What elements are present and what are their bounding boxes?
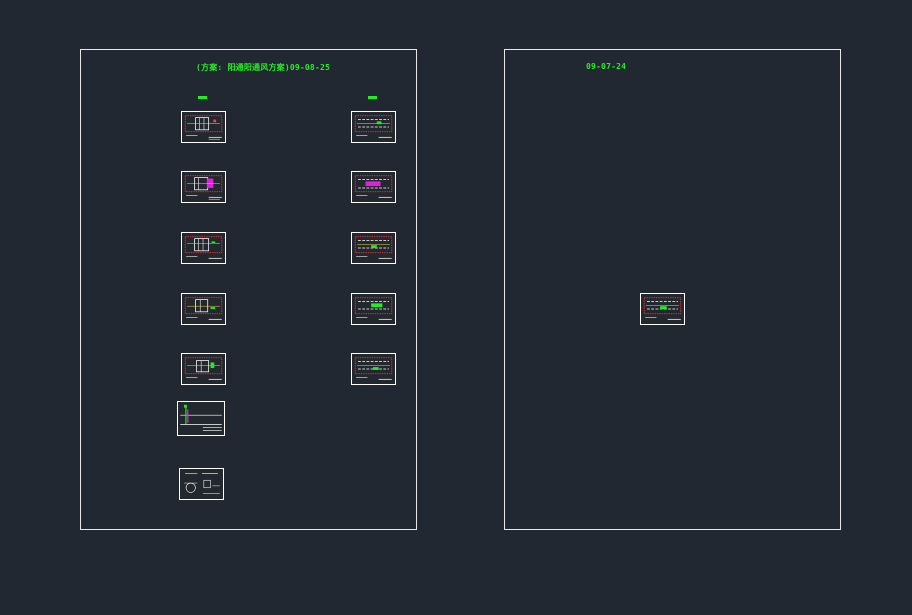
floor-plan-thumbnail[interactable] bbox=[351, 293, 396, 325]
drawing-sheet-right[interactable]: 09-07-24 bbox=[504, 49, 841, 530]
floor-plan-thumbnail[interactable] bbox=[351, 111, 396, 143]
floor-plan-drawing bbox=[184, 357, 223, 380]
section-detail-thumbnail[interactable] bbox=[177, 401, 225, 436]
floor-plan-thumbnail[interactable] bbox=[351, 171, 396, 203]
floor-plan-thumbnail[interactable] bbox=[351, 353, 396, 385]
floor-plan-drawing bbox=[184, 175, 223, 200]
floor-plan-drawing bbox=[184, 115, 223, 140]
floor-plan-drawing bbox=[184, 236, 223, 259]
drawing-sheet-left[interactable]: (方案: 阳通阳通风方案)09-08-25 bbox=[80, 49, 417, 530]
floor-plan-thumbnail[interactable] bbox=[181, 353, 226, 385]
floor-plan-thumbnail[interactable] bbox=[351, 232, 396, 264]
section-drawing bbox=[180, 404, 222, 431]
floor-plan-drawing bbox=[184, 297, 223, 320]
floor-plan-thumbnail[interactable] bbox=[181, 232, 226, 264]
floor-plan-thumbnail[interactable] bbox=[181, 293, 226, 325]
column-tag bbox=[198, 96, 207, 99]
floor-plan-thumbnail[interactable] bbox=[640, 293, 685, 325]
column-tag bbox=[368, 96, 377, 99]
floor-plan-drawing bbox=[643, 297, 682, 320]
floor-plan-drawing bbox=[354, 357, 393, 380]
detail-sheet-thumbnail[interactable] bbox=[179, 468, 224, 500]
sheet-title: 09-07-24 bbox=[586, 62, 627, 71]
detail-drawing bbox=[184, 473, 220, 494]
floor-plan-drawing bbox=[354, 115, 393, 138]
floor-plan-thumbnail[interactable] bbox=[181, 171, 226, 203]
floor-plan-drawing bbox=[354, 236, 393, 259]
floor-plan-thumbnail[interactable] bbox=[181, 111, 226, 143]
sheet-title: (方案: 阳通阳通风方案)09-08-25 bbox=[196, 63, 330, 72]
floor-plan-drawing bbox=[354, 297, 393, 320]
floor-plan-drawing bbox=[354, 175, 393, 198]
